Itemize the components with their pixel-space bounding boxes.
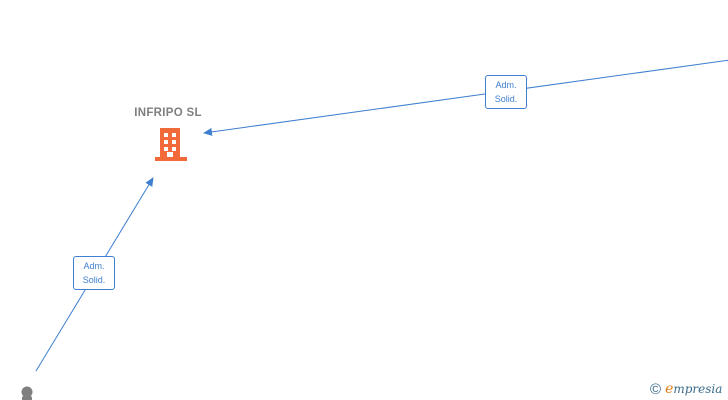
edge-label-line2: Solid. [494, 94, 518, 104]
building-icon[interactable] [155, 128, 187, 161]
edge-label-line1: Adm. [83, 261, 105, 271]
edge-label-admin-left[interactable]: Adm. Solid. [73, 256, 115, 290]
edge-label-admin-right[interactable]: Adm. Solid. [485, 75, 527, 109]
brand-rest: mpresia [673, 382, 723, 396]
copyright-icon: © [650, 380, 662, 398]
edge-label-line1: Adm. [495, 80, 517, 90]
person-icon[interactable] [21, 386, 33, 400]
watermark: © empresia [650, 380, 722, 398]
brand-logo: empresia [665, 381, 722, 397]
brand-first-letter: e [665, 381, 674, 397]
edge-label-line2: Solid. [82, 275, 106, 285]
edge-line-admin-right [203, 59, 728, 136]
company-name-label[interactable]: INFRIPO SL [134, 107, 202, 119]
